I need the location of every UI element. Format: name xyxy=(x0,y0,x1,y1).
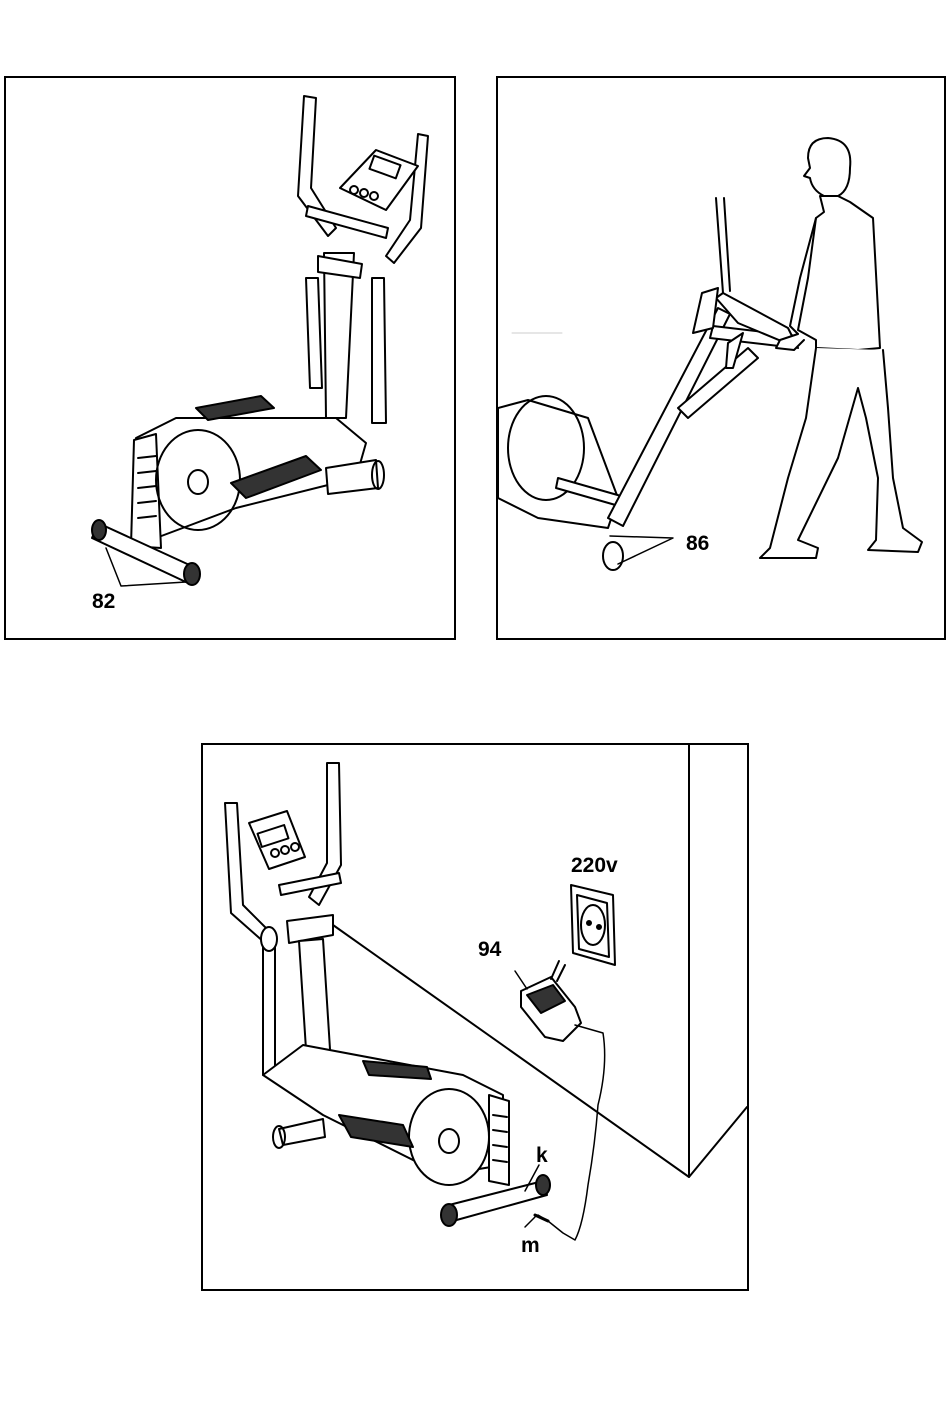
callout-82: 82 xyxy=(92,591,115,612)
panel-top-right: 86 xyxy=(496,76,946,640)
callout-86: 86 xyxy=(686,533,709,554)
elliptical-trainer-icon xyxy=(225,763,550,1226)
panel-bottom: 220v 94 k m xyxy=(201,743,749,1291)
elliptical-trainer-icon xyxy=(6,78,458,642)
panel-top-left: 82 xyxy=(4,76,456,640)
callout-k: k xyxy=(536,1145,548,1166)
callout-94: 94 xyxy=(478,939,501,960)
elliptical-trainer-icon xyxy=(498,198,798,570)
wall-socket-icon xyxy=(571,885,615,965)
callout-220v: 220v xyxy=(571,855,618,876)
person-icon xyxy=(760,138,922,558)
callout-m: m xyxy=(521,1235,540,1256)
